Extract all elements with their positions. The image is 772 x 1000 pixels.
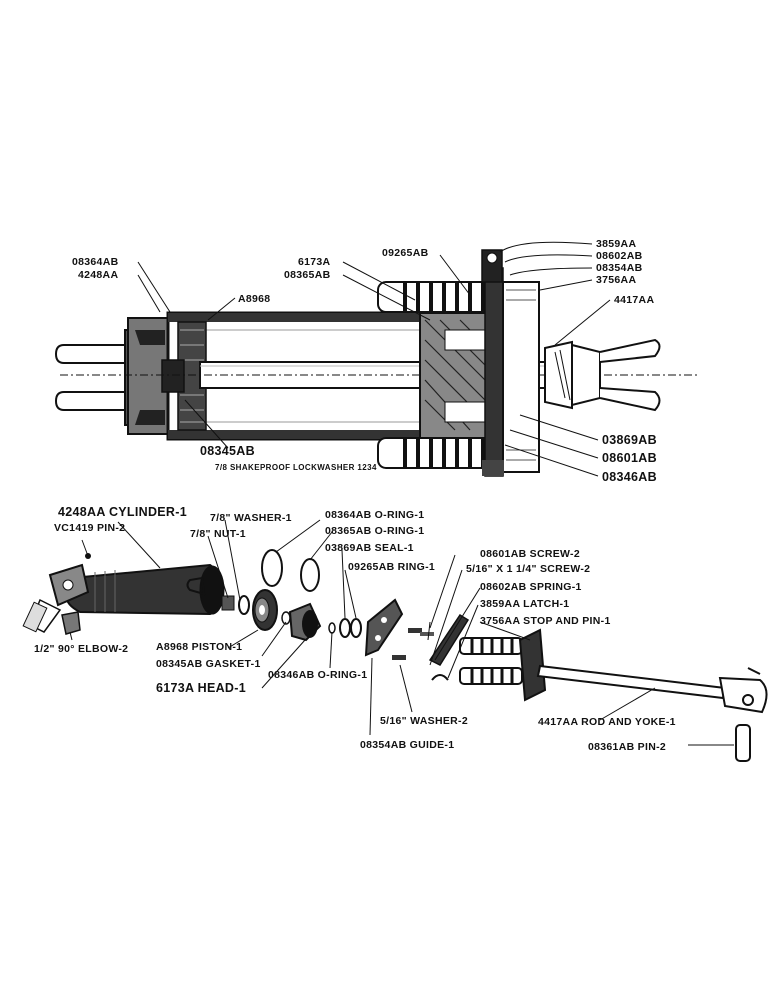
right-rod-yoke (544, 338, 661, 412)
assembled-cylinder-section (54, 249, 700, 477)
label-6173A: 6173A (298, 256, 331, 268)
lower-stop-spring (377, 437, 501, 469)
label-gasket: 08345AB GASKET-1 (156, 658, 261, 670)
part-washer (238, 595, 250, 615)
label-washer-516: 5/16" WASHER-2 (380, 715, 468, 727)
part-head (288, 602, 322, 642)
upper-stop-spring (377, 281, 501, 313)
label-oring-08346AB: 08346AB O-RING-1 (268, 669, 367, 681)
label-08354AB: 08354AB (596, 262, 643, 274)
left-clevis-yoke (54, 317, 173, 435)
label-washer-78: 7/8" WASHER-1 (210, 512, 292, 524)
part-seal (339, 618, 351, 638)
cylinder-head-section (419, 312, 491, 440)
label-08364AB: 08364AB (72, 256, 119, 268)
label-seal: 03869AB SEAL-1 (325, 542, 414, 554)
label-3859AA: 3859AA (596, 238, 636, 250)
label-08365AB: 08365AB (284, 269, 331, 281)
assembly-leader-lines (137, 241, 611, 477)
exploded-leader-lines (69, 519, 734, 746)
label-vc1419-pin: VC1419 PIN-2 (54, 522, 125, 534)
part-cylinder (48, 563, 225, 616)
part-screws (392, 628, 434, 660)
label-09265AB: 09265AB (382, 247, 429, 259)
label-screw-516: 5/16" X 1 1/4" SCREW-2 (466, 563, 590, 575)
label-stop-and-pin: 3756AA STOP AND PIN-1 (480, 615, 611, 627)
stop-and-guide-section (481, 249, 540, 477)
part-rod-and-yoke (536, 664, 768, 714)
label-03869AB: 03869AB (602, 433, 657, 447)
label-cylinder: 4248AA CYLINDER-1 (58, 505, 187, 519)
label-08601AB: 08601AB (602, 451, 657, 465)
label-piston: A8968 PISTON-1 (156, 641, 242, 653)
label-head: 6173A HEAD-1 (156, 681, 246, 695)
part-oring-08346AB (328, 622, 336, 634)
label-elbow: 1/2" 90° ELBOW-2 (34, 643, 128, 655)
part-pin-08361AB (735, 667, 761, 762)
part-elbow (61, 611, 81, 635)
label-screw-08601AB: 08601AB SCREW-2 (480, 548, 580, 560)
label-latch: 3859AA LATCH-1 (480, 598, 569, 610)
label-spring: 08602AB SPRING-1 (480, 581, 582, 593)
label-rod-and-yoke: 4417AA ROD AND YOKE-1 (538, 716, 676, 728)
label-3756AA: 3756AA (596, 274, 636, 286)
label-lockwasher: 7/8 SHAKEPROOF LOCKWASHER 1234 (215, 463, 377, 472)
label-08346AB: 08346AB (602, 470, 657, 484)
label-oring-08364AB: 08364AB O-RING-1 (325, 509, 424, 521)
part-nut (186, 576, 235, 611)
part-guide (364, 598, 404, 657)
exploded-callouts: 4248AA CYLINDER-1 VC1419 PIN-2 7/8" WASH… (34, 505, 676, 753)
part-oring-08364AB (261, 549, 283, 587)
label-4417AA: 4417AA (614, 294, 654, 306)
label-nut-78: 7/8" NUT-1 (190, 528, 246, 540)
label-ring: 09265AB RING-1 (348, 561, 435, 573)
label-08345AB: 08345AB (200, 444, 255, 458)
label-pin-08361AB: 08361AB PIN-2 (588, 741, 666, 753)
label-guide: 08354AB GUIDE-1 (360, 739, 454, 751)
part-ring (350, 618, 362, 638)
part-spring (431, 674, 449, 681)
part-oring-08365AB (300, 558, 320, 592)
assembly-callouts: 08364AB 4248AA A8968 6173A 08365AB 09265… (72, 238, 657, 484)
label-08602AB: 08602AB (596, 250, 643, 262)
part-piston (252, 589, 278, 631)
part-stop-and-pin (459, 628, 547, 702)
label-oring-08365AB: 08365AB O-RING-1 (325, 525, 424, 537)
exploded-view (22, 549, 768, 762)
label-A8968: A8968 (238, 293, 270, 305)
label-4248AA: 4248AA (78, 269, 118, 281)
